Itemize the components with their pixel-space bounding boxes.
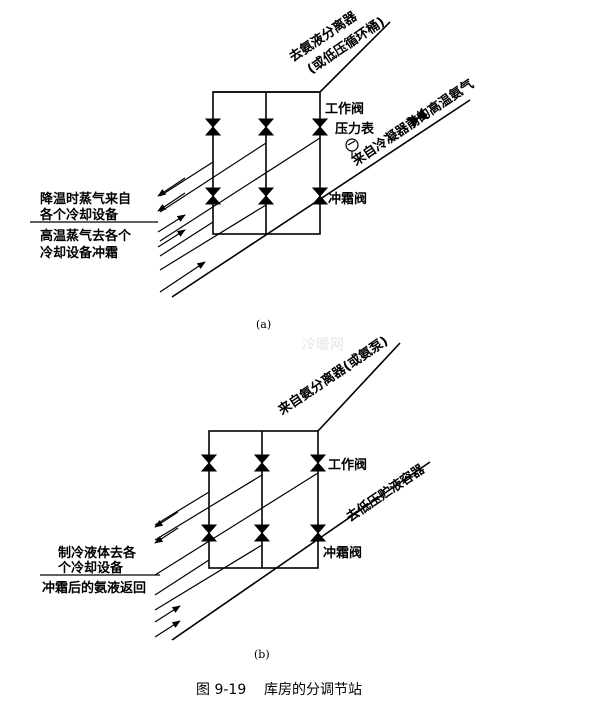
sublabel-b: (b) (254, 648, 270, 661)
header-line-b (317, 342, 401, 432)
hot-gas-valve-icon[interactable] (407, 107, 429, 129)
label-left-top-1-a: 降温时蒸气来自 (40, 191, 131, 207)
label-left-top-2-b: 个冷却设备 (57, 560, 124, 576)
label-left-top-2-a: 各个冷却设备 (39, 207, 119, 223)
work-valve-icon[interactable] (205, 118, 221, 136)
work-valve-icon[interactable] (258, 118, 274, 136)
defrost-valve-icon[interactable] (258, 187, 274, 205)
work-valve-icon[interactable] (310, 454, 326, 472)
diagram-a: 去氨液分离器 (或低压循环桶) 工作阀 压力表 来自冷凝器前的高温氨气 冲霜阀 … (30, 8, 477, 331)
label-left-top-1-b: 制冷液体去各 (58, 545, 137, 561)
diagram-b: 来自氨分离器(或氨泵) 工作阀 去低压贮液容器 冲霜阀 制冷液体去各 个冷却设备… (40, 333, 431, 661)
defrost-valve-icon[interactable] (254, 524, 270, 542)
label-work-valve-b: 工作阀 (328, 457, 367, 473)
label-defrost-valve-b: 冲霜阀 (323, 545, 362, 561)
watermark: 冷暖网 (302, 337, 344, 353)
sublabel-a: (a) (256, 318, 271, 331)
label-defrost-valve-a: 冲霜阀 (328, 191, 367, 207)
label-work-valve-a: 工作阀 (325, 101, 364, 117)
figure-caption: 图 9-19 库房的分调节站 (196, 682, 362, 698)
label-left-bottom-b: 冲霜后的氨液返回 (42, 580, 146, 596)
header-line-a (319, 21, 391, 93)
label-pressure-gauge-a: 压力表 (335, 121, 375, 137)
hot-gas-line-a (171, 99, 471, 298)
work-valve-icon[interactable] (201, 454, 217, 472)
label-left-bottom-2-a: 冷却设备冲霜 (40, 245, 118, 261)
manifold-frame-b (208, 430, 319, 569)
defrost-valve-icon[interactable] (205, 187, 221, 205)
low-pressure-line-b (171, 461, 431, 641)
label-left-bottom-1-a: 高温蒸气去各个 (40, 228, 132, 244)
work-valve-icon[interactable] (312, 118, 328, 136)
pressure-gauge-icon (345, 138, 359, 152)
work-valve-icon[interactable] (254, 454, 270, 472)
